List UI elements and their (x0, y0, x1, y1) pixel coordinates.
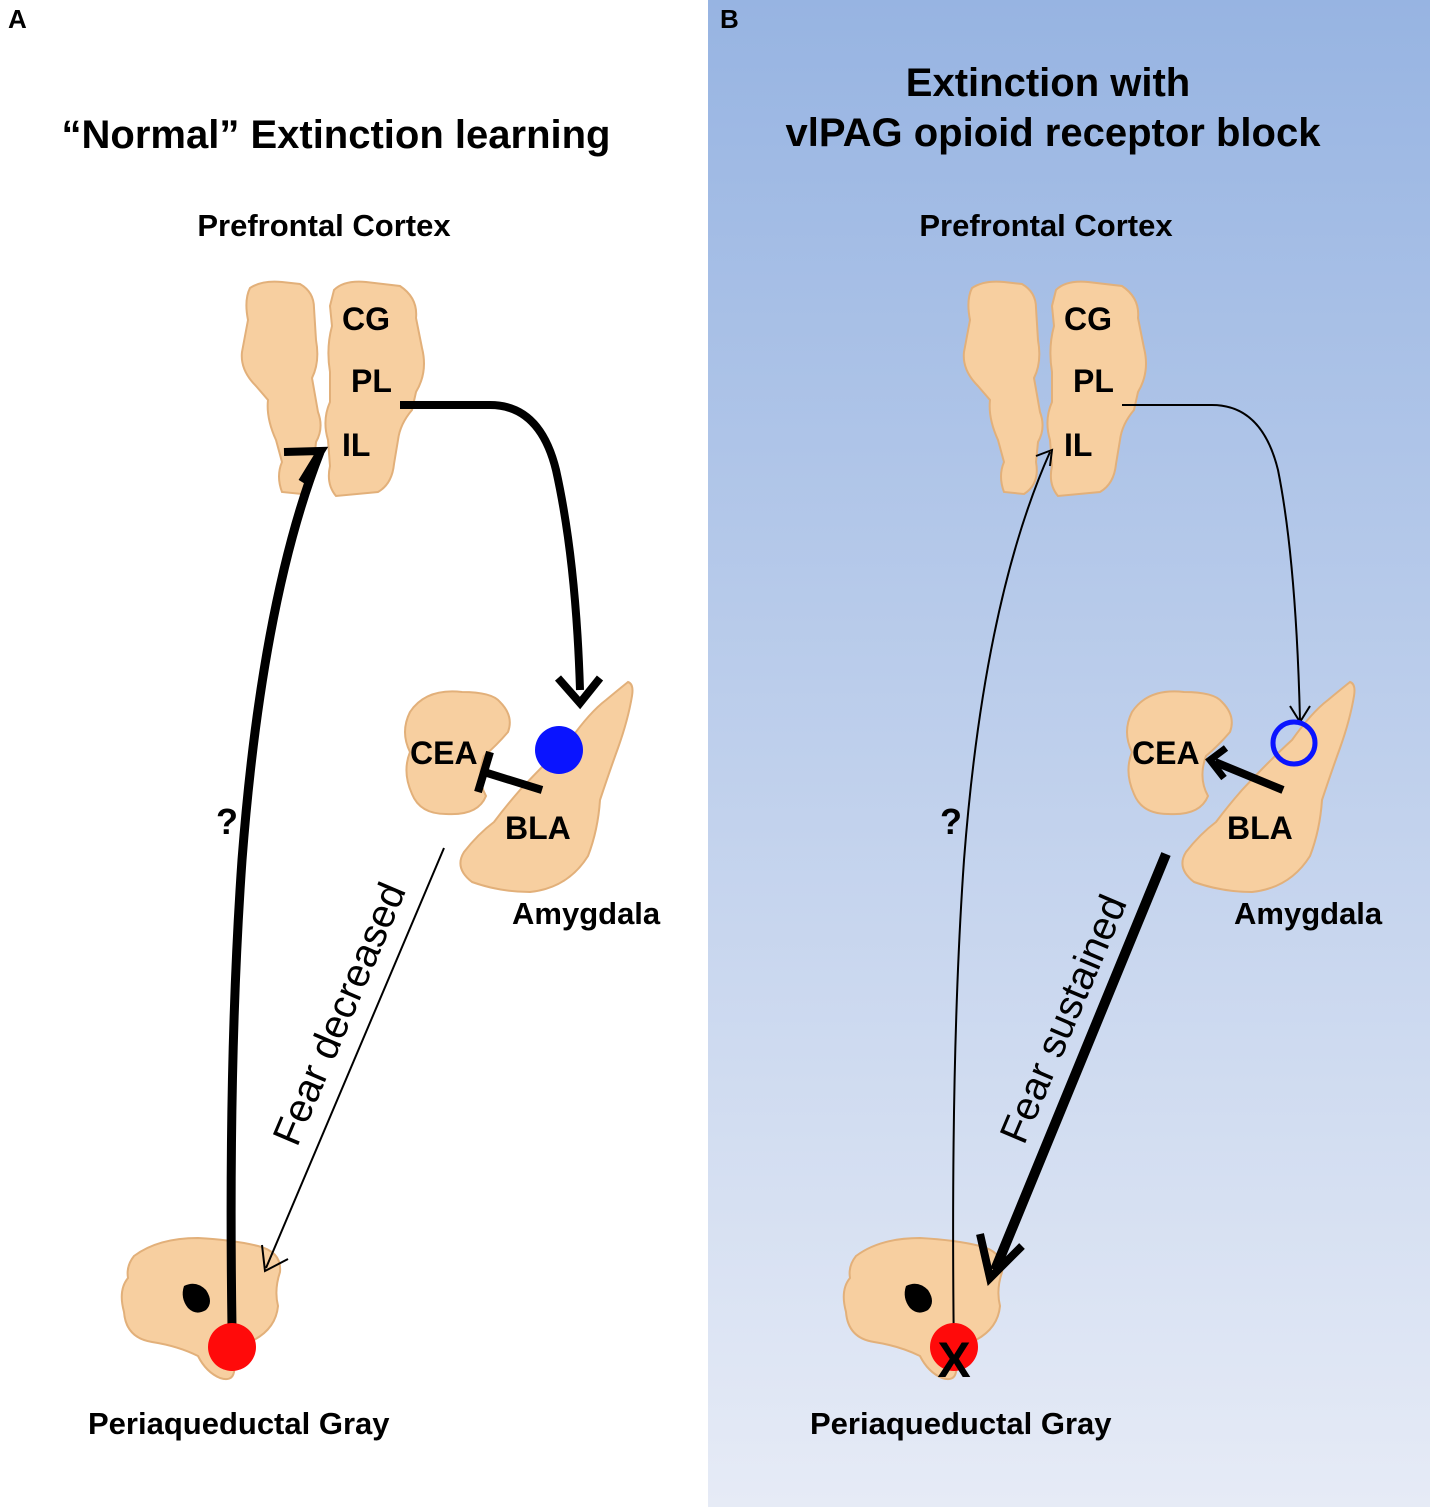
panel-a-il-label: IL (342, 427, 370, 463)
panel-b-bla-to-cea-arrowhead (1205, 745, 1229, 781)
panel-b-cea-label: CEA (1132, 735, 1200, 771)
panel-a-blue-marker (535, 726, 583, 774)
panel-a-pl-to-bla-arrowhead (554, 675, 604, 710)
panel-b-blue-marker (1270, 719, 1318, 767)
panel-a-inhibition-bar (474, 750, 494, 794)
panel-a-red-marker (208, 1323, 256, 1371)
panel-a-question-mark: ? (216, 801, 238, 842)
panel-a-letter: A (8, 4, 27, 34)
panel-b-pag-to-il-arrow (952, 451, 1051, 1359)
panel-a-pag-to-il-arrow (226, 450, 325, 1329)
panel-a-bla-inhibits-cea (482, 768, 544, 794)
panel-a-pl-label: PL (351, 363, 392, 399)
panel-b-question-mark: ? (940, 801, 962, 842)
panel-a-prefrontal-label: Prefrontal Cortex (197, 208, 451, 243)
panel-b-cg-label: CG (1064, 301, 1112, 337)
panel-a-pag-label: Periaqueductal Gray (88, 1406, 390, 1441)
panel-b: B Extinction with vlPAG opioid receptor … (708, 0, 1430, 1507)
panel-a: A “Normal” Extinction learning Prefronta… (0, 0, 708, 1507)
panel-b-bla-to-pag-arrowhead (976, 1233, 1025, 1286)
panel-b-amygdala-label: Amygdala (1234, 896, 1383, 931)
panel-a-bla-to-pag-arrow (265, 847, 445, 1269)
panel-a-pl-to-bla-arrow (400, 401, 584, 691)
panel-b-pl-label: PL (1073, 363, 1114, 399)
panel-b-red-marker (930, 1323, 978, 1371)
panel-b-prefrontal-label: Prefrontal Cortex (919, 208, 1173, 243)
panel-b-pl-to-bla-arrow (1122, 404, 1301, 721)
panel-b-title-line1: Extinction with (906, 61, 1190, 105)
panel-a-amygdala-label: Amygdala (512, 896, 661, 931)
panel-a-bla-to-pag-arrowhead (261, 1244, 289, 1273)
panel-b-pag-label: Periaqueductal Gray (810, 1406, 1112, 1441)
panel-b-bla-label: BLA (1227, 810, 1293, 846)
panel-b-letter: B (720, 4, 739, 34)
panel-b-il-label: IL (1064, 427, 1092, 463)
panel-a-cg-label: CG (342, 301, 390, 337)
panel-b-bla-to-cea-arrow (1213, 758, 1285, 794)
panel-b-pag-to-il-arrowhead (1035, 448, 1054, 467)
panel-a-pag-to-il-arrowhead (283, 446, 329, 485)
panel-a-bla-label: BLA (505, 810, 571, 846)
panel-a-cea-label: CEA (410, 735, 478, 771)
panel-a-title: “Normal” Extinction learning (62, 113, 611, 157)
panel-b-title-line2: vlPAG opioid receptor block (786, 111, 1322, 155)
panel-b-bla-to-pag-arrow (990, 852, 1171, 1272)
panel-b-block-mark: X (937, 1332, 970, 1388)
